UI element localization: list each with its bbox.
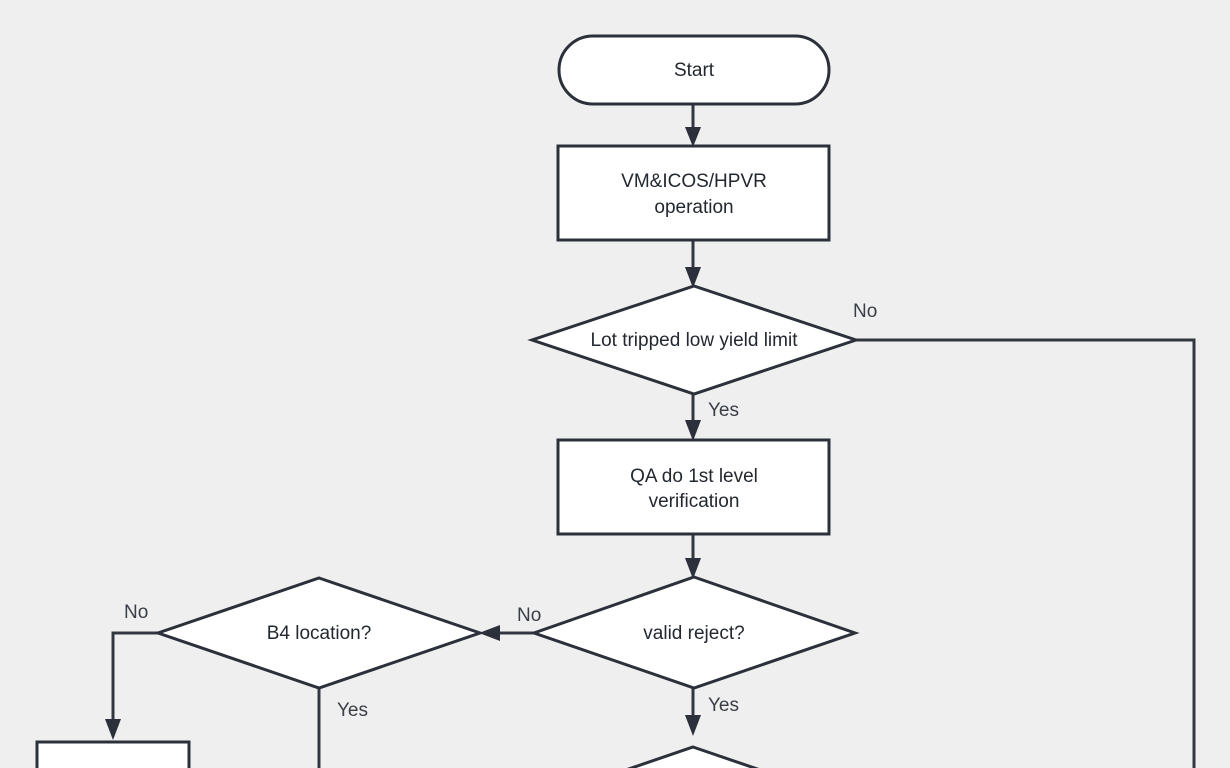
- edge-valid-reject-no: [479, 625, 534, 641]
- node-vm-icos-hpvr-operation[interactable]: VM&ICOS/HPVR operation: [556, 144, 831, 242]
- edge-label-low-yield-no: No: [853, 301, 877, 322]
- edge-label-valid-reject-yes: Yes: [708, 695, 739, 716]
- node-lot-tripped-low-yield-limit[interactable]: Lot tripped low yield limit: [527, 284, 861, 396]
- edge-label-b4-location-yes: Yes: [337, 700, 368, 721]
- node-bottom-center-decision[interactable]: [532, 745, 854, 768]
- node-operation-label-line1: VM&ICOS/HPVR: [621, 171, 767, 192]
- edge-low-yield-yes: [685, 394, 701, 441]
- edge-qa-to-valid-reject: [685, 534, 701, 579]
- node-qa-label-line1: QA do 1st level: [630, 466, 758, 487]
- edge-label-low-yield-yes: Yes: [708, 400, 739, 421]
- node-low-yield-label: Lot tripped low yield limit: [591, 330, 799, 351]
- edge-low-yield-no: [856, 338, 1196, 768]
- node-operation-label-line2: operation: [654, 197, 733, 218]
- edge-label-valid-reject-no: No: [517, 605, 541, 626]
- node-start[interactable]: Start: [557, 34, 831, 106]
- node-start-label: Start: [674, 60, 715, 81]
- node-bottom-left-process[interactable]: [35, 740, 191, 768]
- node-qa-label-line2: verification: [649, 491, 740, 512]
- node-b4-location-label: B4 location?: [267, 623, 372, 644]
- edge-start-to-operation: [685, 104, 701, 147]
- edge-valid-reject-yes: [685, 688, 701, 736]
- edge-label-b4-location-no: No: [124, 602, 148, 623]
- node-b4-location[interactable]: B4 location?: [153, 576, 485, 690]
- node-valid-reject-label: valid reject?: [643, 623, 744, 644]
- edge-operation-to-low-yield: [685, 240, 701, 288]
- node-qa-first-level-verification[interactable]: QA do 1st level verification: [556, 438, 831, 536]
- node-valid-reject[interactable]: valid reject?: [529, 575, 860, 690]
- edge-b4-location-no: [105, 631, 158, 740]
